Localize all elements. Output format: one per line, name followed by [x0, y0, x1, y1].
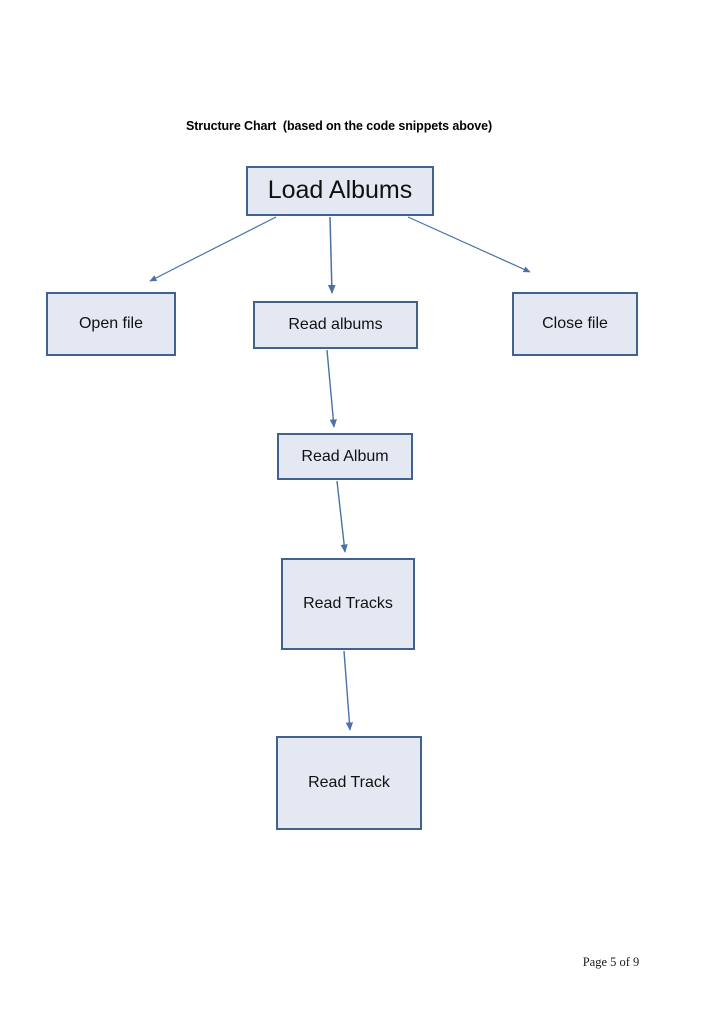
node-label: Close file	[542, 315, 608, 333]
node-read-albums[interactable]: Read albums	[253, 301, 418, 349]
edge-load-albums-to-close-file	[407, 216, 531, 273]
edge-read-album-to-read-tracks	[336, 480, 348, 553]
node-label: Open file	[78, 315, 144, 333]
edge-read-albums-to-read-album	[326, 349, 337, 428]
edge-read-tracks-to-read-track	[343, 650, 354, 731]
node-open-file[interactable]: Open file	[46, 292, 176, 356]
node-read-tracks[interactable]: Read Tracks	[281, 558, 415, 650]
node-label: Read Tracks	[303, 595, 393, 613]
edge-load-albums-to-open-file	[149, 216, 277, 282]
edge-load-albums-to-read-albums	[327, 216, 336, 294]
node-label: Read Album	[301, 447, 389, 465]
node-load-albums[interactable]: Load Albums	[246, 166, 434, 216]
page-title: Structure Chart (based on the code snipp…	[186, 119, 493, 133]
node-read-album[interactable]: Read Album	[277, 433, 413, 480]
node-read-track[interactable]: Read Track	[276, 736, 422, 830]
node-label: Read Track	[308, 774, 390, 792]
node-label: Read albums	[288, 316, 383, 334]
page-footer: Page 5 of 9	[582, 955, 640, 969]
node-label: Load Albums	[267, 176, 413, 205]
node-close-file[interactable]: Close file	[512, 292, 638, 356]
